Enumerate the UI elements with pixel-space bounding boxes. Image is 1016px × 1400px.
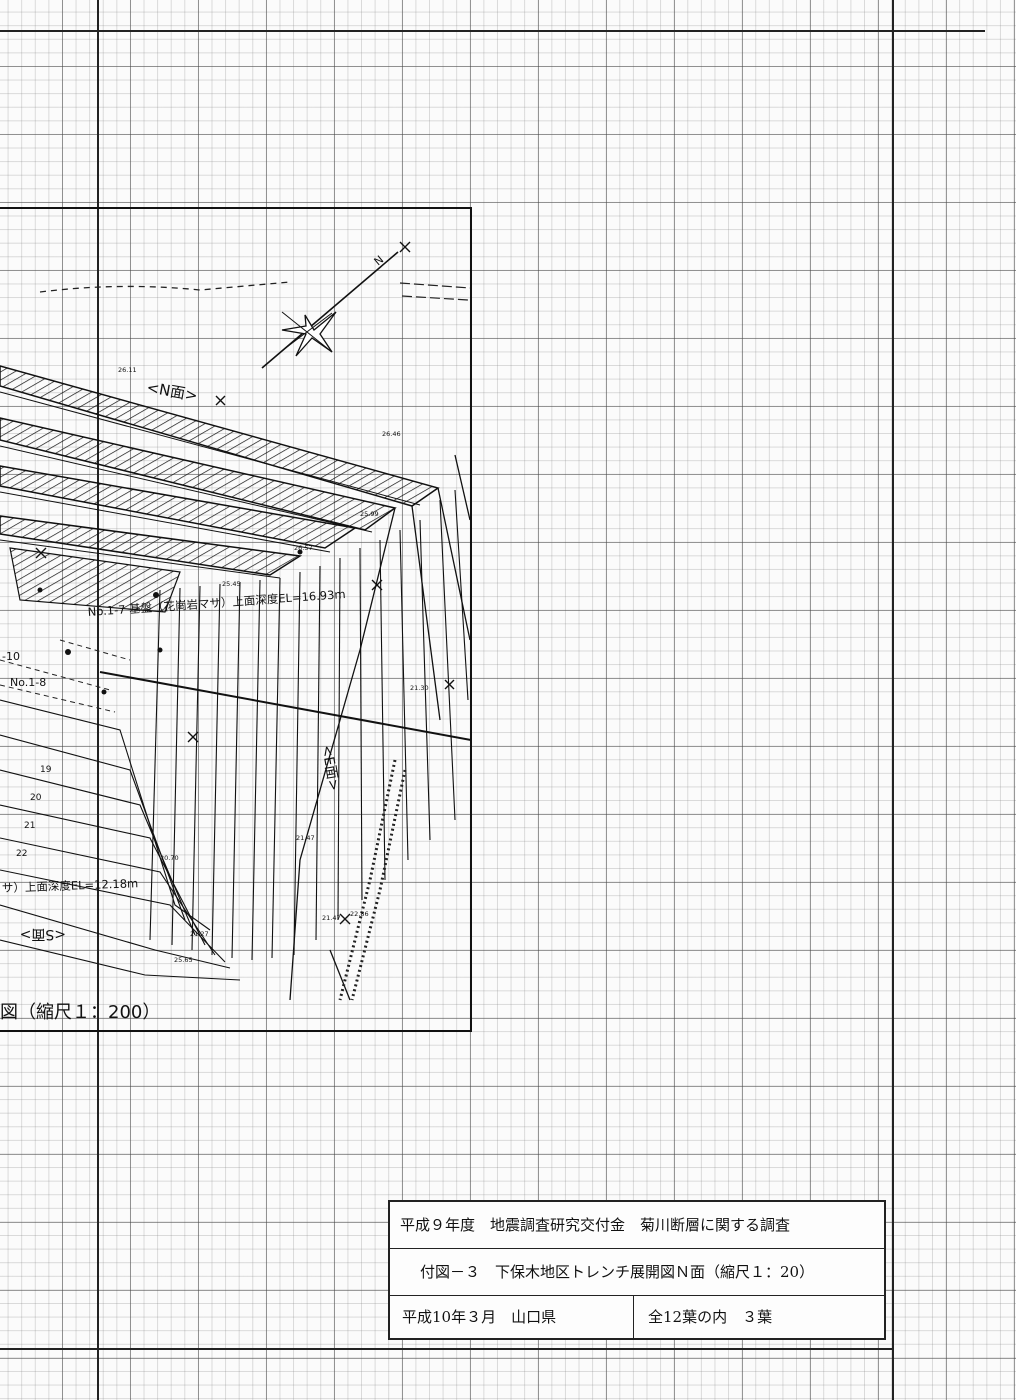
top-margin-line xyxy=(0,30,985,32)
title-block: 平成９年度 地震調査研究交付金 菊川断層に関する調査 付図－３ 下保木地区トレン… xyxy=(388,1200,886,1340)
svg-text:25.99: 25.99 xyxy=(360,510,379,518)
right-margin-line xyxy=(892,0,894,1400)
bottom-margin-line xyxy=(0,1348,892,1350)
map-frame xyxy=(0,207,472,1032)
no-1-10-annotation: -10 xyxy=(2,650,20,663)
trench-outline xyxy=(289,454,471,1001)
n-face-label: <N面> xyxy=(145,378,199,405)
svg-text:25.45: 25.45 xyxy=(222,580,241,588)
trench-wall-4 xyxy=(0,515,303,576)
svg-text:26.57: 26.57 xyxy=(294,544,313,552)
elevation-dots xyxy=(37,549,303,695)
road-trace xyxy=(39,281,291,293)
left-margin-line xyxy=(97,0,99,1400)
north-arrow-label: N xyxy=(372,253,387,268)
bench-lines xyxy=(0,391,421,579)
title-block-sheet-count: 全12葉の内 ３葉 xyxy=(648,1308,773,1326)
survey-markers xyxy=(35,395,455,925)
trench-floor-hatch xyxy=(9,547,181,613)
title-block-figure-title: 付図－３ 下保木地区トレンチ展開図Ｎ面（縮尺１：20） xyxy=(390,1249,884,1296)
contour-label-20: 20 xyxy=(30,793,42,803)
e-face-label: <E面> xyxy=(318,744,342,792)
contour-label-19: 19 xyxy=(40,765,52,775)
north-compass-icon xyxy=(261,241,411,369)
svg-text:26.46: 26.46 xyxy=(382,430,401,438)
lower-basement-annotation: サ）上面深度EL=12.18m xyxy=(2,876,139,895)
svg-text:21.30: 21.30 xyxy=(410,684,429,692)
no-1-8-annotation: No.1-8 xyxy=(10,676,46,689)
svg-text:21.47: 21.47 xyxy=(296,834,315,842)
elevation-point-labels: 26.11 25.99 26.57 25.45 26.46 21.30 21.4… xyxy=(118,366,429,964)
slope-lines xyxy=(149,489,469,961)
title-block-project: 平成９年度 地震調査研究交付金 菊川断層に関する調査 xyxy=(390,1202,884,1249)
svg-text:21.47: 21.47 xyxy=(322,914,341,922)
scale-caption: 図（縮尺１：200） xyxy=(0,1002,160,1023)
fault-line xyxy=(99,671,471,741)
title-block-footer: 平成10年３月 山口県 全12葉の内 ３葉 xyxy=(390,1296,884,1338)
contour-label-21: 21 xyxy=(24,821,35,831)
svg-text:20.70: 20.70 xyxy=(160,854,179,862)
road-trace-right xyxy=(399,282,471,301)
svg-text:26.11: 26.11 xyxy=(118,366,137,374)
dashed-contours xyxy=(0,639,131,713)
svg-text:21.27: 21.27 xyxy=(190,930,209,938)
title-block-date-org: 平成10年３月 山口県 xyxy=(390,1296,634,1338)
s-face-label: <S面> xyxy=(20,926,66,942)
contour-lines xyxy=(0,699,241,981)
svg-text:22.86: 22.86 xyxy=(350,910,369,918)
fault-zone xyxy=(338,759,407,1001)
contour-label-22: 22 xyxy=(16,849,27,859)
svg-text:25.65: 25.65 xyxy=(174,956,193,964)
trench-wall-3 xyxy=(0,465,357,549)
